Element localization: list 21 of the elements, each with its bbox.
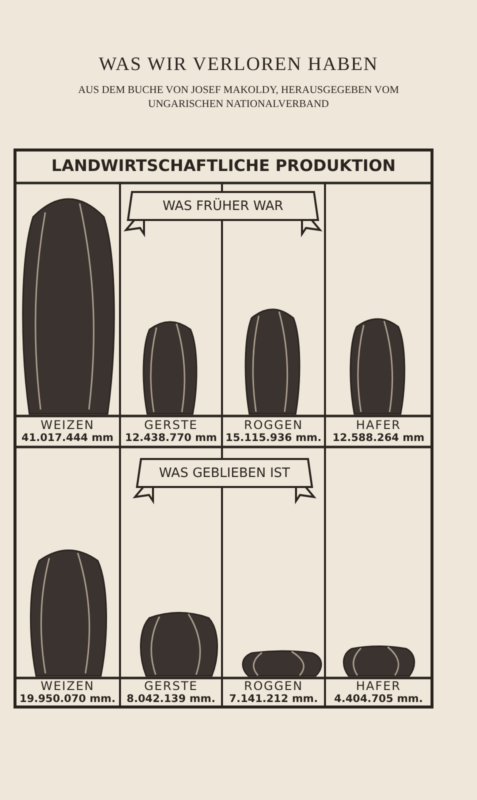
banner-text: WAS FRÜHER WAR [162,199,284,214]
page-title: WAS WIR VERLOREN HABEN [98,54,380,76]
subtitle: AUS DEM BUCHE VON JOSEF MAKOLDY, HERAUSGEGEBEN VOM UNGARISCHEN NATIONALVERBAND [77,84,400,112]
crop-name: GERSTE [143,680,199,693]
crop-name: WEIZEN [40,419,96,432]
quantity-value: 4.404.705 mm. [333,693,424,706]
crop-name: HAFER [354,680,402,693]
crop-name: ROGGEN [243,680,304,693]
quantity-value: 12.438.770 mm [124,432,218,445]
banner-text: WAS GEBLIEBEN IST [158,466,291,481]
crop-name: HAFER [354,419,402,432]
crop-name: GERSTE [143,419,199,432]
crop-name: WEIZEN [40,680,96,693]
crop-name: ROGGEN [243,419,304,432]
chart-heading: LANDWIRTSCHAFTLICHE PRODUKTION [50,156,397,175]
quantity-value: 8.042.139 mm. [126,693,216,706]
quantity-value: 12.588.264 mm [332,432,426,445]
quantity-value: 7.141.212 mm. [228,693,319,706]
quantity-value: 41.017.444 mm [20,432,114,445]
quantity-value: 15.115.936 mm. [224,432,322,445]
quantity-value: 19.950.070 mm. [18,693,116,706]
